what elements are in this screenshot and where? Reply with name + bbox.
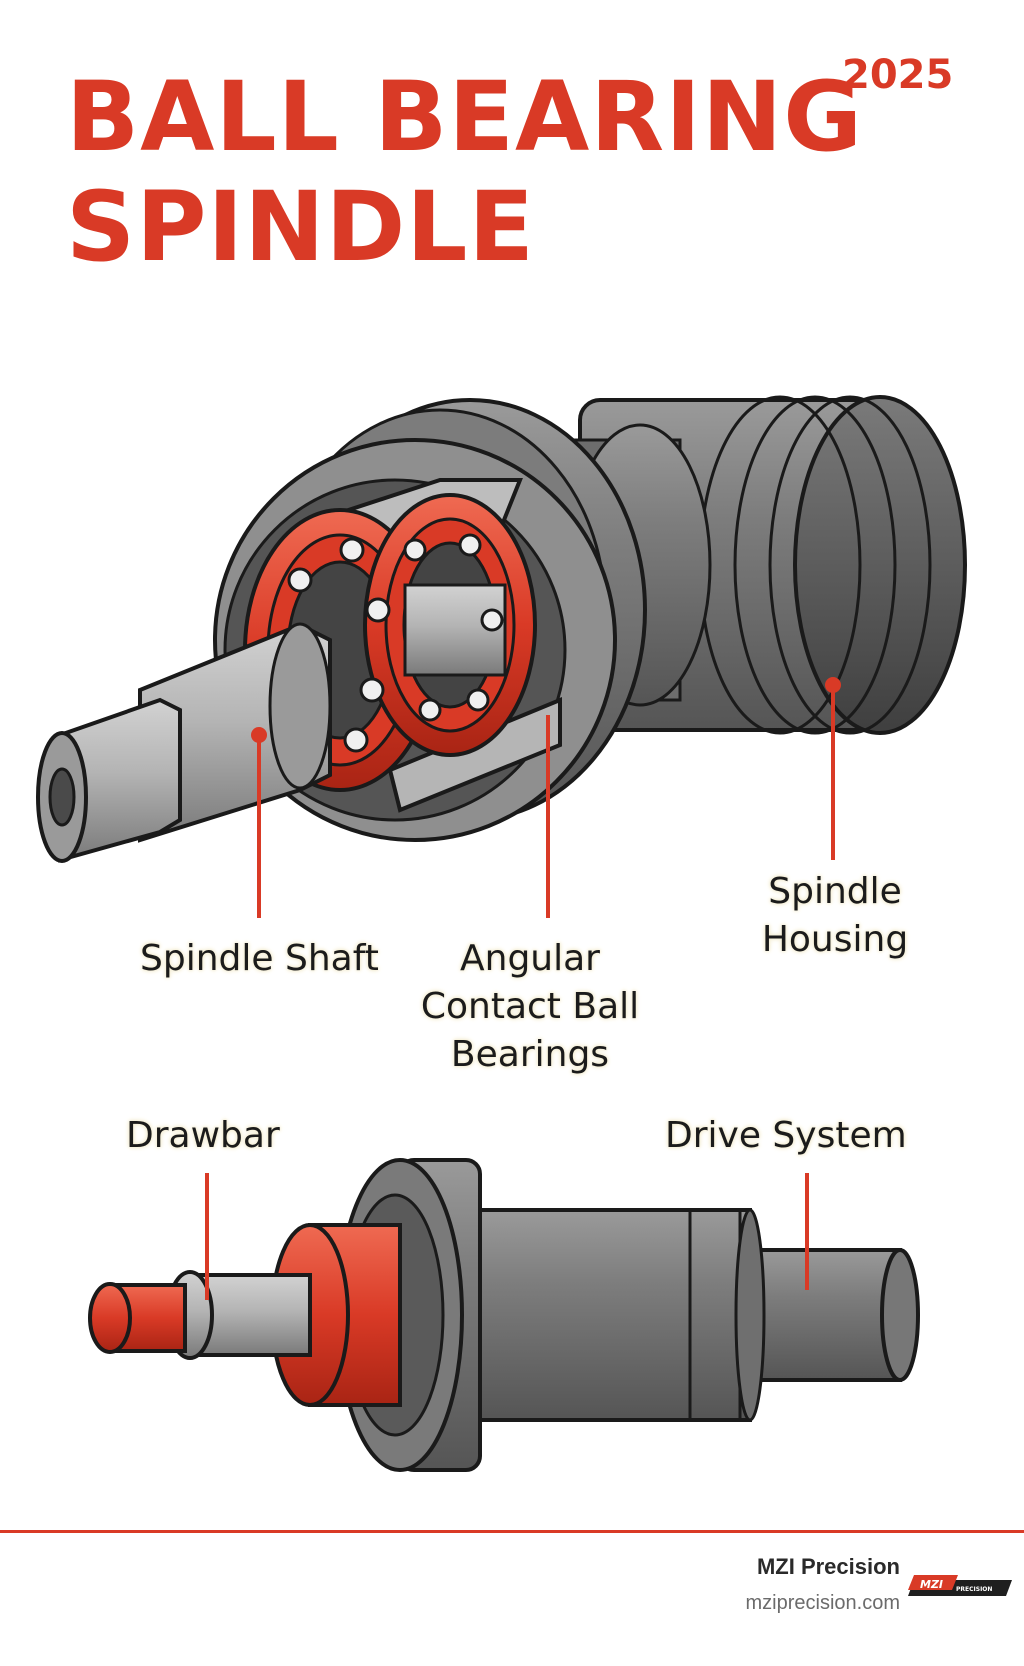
label-drawbar: Drawbar — [126, 1112, 280, 1160]
spindle-shaft-text: Spindle Shaft — [140, 938, 379, 979]
logo-sub-text: PRECISION — [956, 1586, 992, 1593]
footer-website[interactable]: mziprecision.com — [745, 1592, 900, 1614]
housing-line-2: Housing — [761, 919, 909, 960]
drive-system — [468, 1208, 920, 1422]
footer-divider — [0, 1530, 1024, 1533]
title-line-1: BALL BEARING — [66, 61, 864, 173]
label-drive-system: Drive System — [665, 1112, 907, 1160]
label-spindle-housing: Spindle Housing — [745, 868, 925, 964]
title-line-2: SPINDLE — [66, 171, 535, 283]
callout-housing — [825, 677, 841, 860]
angular-line-1: Angular — [460, 938, 600, 979]
angular-line-2: Contact Ball — [420, 986, 640, 1027]
mzi-logo: MZI PRECISION — [908, 1575, 1012, 1596]
label-spindle-shaft: Spindle Shaft — [140, 935, 379, 983]
drawbar — [88, 1223, 402, 1407]
logo-mark-text: MZI — [920, 1578, 943, 1591]
callout-spindle-shaft — [251, 727, 267, 918]
page-title: BALL BEARING SPINDLE — [66, 62, 863, 282]
drive-system-text: Drive System — [665, 1115, 907, 1156]
year-badge: 2025 — [842, 52, 954, 98]
angular-line-3: Bearings — [450, 1034, 610, 1075]
footer-brand: MZI Precision — [756, 1554, 900, 1579]
drawbar-text: Drawbar — [126, 1115, 280, 1156]
label-angular-contact-ball-bearings: Angular Contact Ball Bearings — [405, 935, 655, 1079]
spindle-shaft — [36, 622, 332, 863]
housing-line-1: Spindle — [768, 871, 902, 912]
